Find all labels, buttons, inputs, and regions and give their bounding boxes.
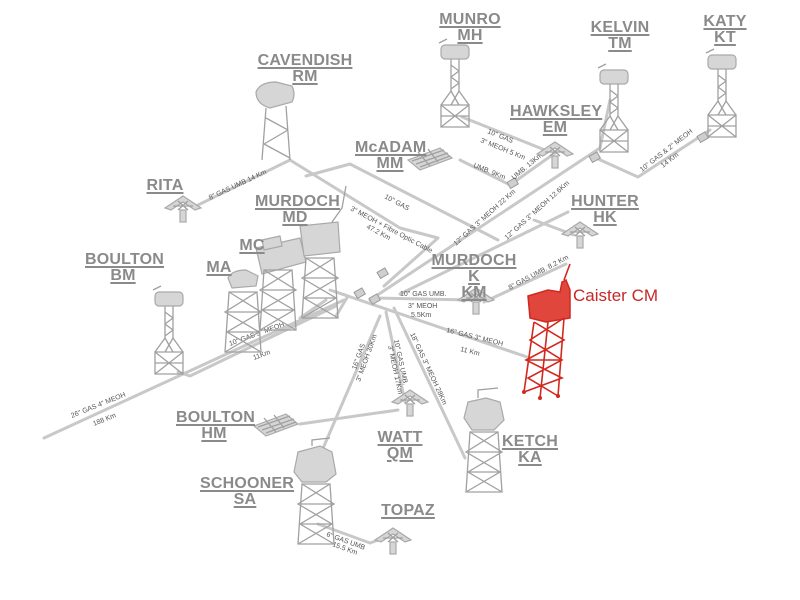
platform-label-cavendish[interactable]: CAVENDISH RM <box>255 53 355 85</box>
pipelines <box>42 98 712 545</box>
platform-munro-structure[interactable] <box>438 38 470 128</box>
platform-schooner-structure[interactable] <box>293 437 337 545</box>
pipeline-caister-umb <box>482 262 568 304</box>
platform-label-ketch[interactable]: KETCH KA <box>500 434 560 466</box>
platform-code: KM <box>461 284 487 301</box>
platform-code: RM <box>292 68 318 85</box>
platform-name: HAWKSLEY <box>510 103 603 120</box>
pipe-label: 11 Km <box>460 346 481 358</box>
platform-label-hunter[interactable]: HUNTER HK <box>570 194 640 226</box>
platform-name: MA <box>206 259 232 276</box>
platform-name: TOPAZ <box>381 502 435 519</box>
pipeline-hawksley-umb <box>508 151 557 187</box>
platform-cavendish-structure[interactable] <box>255 81 295 161</box>
platform-rita-structure[interactable] <box>164 195 202 223</box>
valve-icon <box>376 267 390 280</box>
platform-label-katy[interactable]: KATY KT <box>700 14 750 46</box>
pipe-label: 26" GAS 4" MEOH <box>70 392 127 420</box>
platform-name: BOULTON <box>85 251 165 268</box>
platform-name: SCHOONER <box>200 475 295 492</box>
valve-icon <box>353 287 367 300</box>
platform-label-munro[interactable]: MUNRO MH <box>430 12 510 44</box>
platform-name: CAVENDISH <box>257 52 353 69</box>
pipeline-schooner <box>316 314 382 462</box>
platform-murdoch-complex-structure[interactable] <box>224 185 347 353</box>
platform-code: KT <box>714 29 736 46</box>
platform-label-murdoch[interactable]: MURDOCH MD <box>255 193 340 226</box>
platform-ketch-structure[interactable] <box>463 387 505 493</box>
platform-name: KATY <box>703 13 747 30</box>
pipe-label: 5.5Km <box>411 312 431 319</box>
platform-label-rita[interactable]: RITA <box>140 178 190 194</box>
pipe-label: 3" MEOH + Fibre Optic Cable <box>349 206 433 255</box>
platform-topaz-structure[interactable] <box>374 527 412 555</box>
valve-icon <box>368 293 382 306</box>
platform-code: MH <box>457 27 483 44</box>
pipeline-boulton-hm <box>298 408 400 426</box>
pipeline-caister <box>334 290 532 360</box>
platform-label-schooner[interactable]: SCHOONER SA <box>200 475 295 508</box>
highlighted-platform-label[interactable]: Caister CM <box>573 286 659 305</box>
platform-label-boulton-hm[interactable]: BOULTON HM <box>176 409 256 442</box>
platform-code: BM <box>110 267 136 284</box>
platform-label-kelvin[interactable]: KELVIN TM <box>585 20 655 52</box>
platform-code: QM <box>386 445 414 462</box>
platform-label-ma[interactable]: MA <box>204 260 234 276</box>
pipeline-mcadam-umb <box>458 158 512 187</box>
pipe-label: 3" MEOH <box>408 303 437 310</box>
platform-label-murdoch-k[interactable]: MURDOCH K KM <box>428 253 520 301</box>
pipeline-ketch <box>392 306 467 460</box>
platform-name: BOULTON <box>176 409 256 426</box>
platform-name: MURDOCH <box>255 193 340 210</box>
valve-icon <box>696 131 710 144</box>
pipeline-export <box>42 298 346 440</box>
platform-label-mcadam[interactable]: McADAM MM <box>355 139 427 172</box>
pipe-label: 11Km <box>252 349 271 362</box>
platform-boulton-bm-structure[interactable] <box>152 285 184 375</box>
pipeline-munro-hawksley <box>460 115 547 152</box>
structures <box>152 38 737 555</box>
pipeline-watt <box>384 310 407 404</box>
pipe-label: 16" GAS 3" MEOH <box>446 327 504 348</box>
platform-name: MURDOCH K <box>431 252 517 285</box>
platform-name: KELVIN <box>590 19 650 36</box>
platform-katy-structure[interactable] <box>705 48 737 138</box>
platform-name: MUNRO <box>439 11 501 28</box>
platform-name: KETCH <box>501 433 559 450</box>
platform-code: KA <box>518 449 542 466</box>
valve-icon <box>506 177 520 190</box>
pipeline-rita <box>194 158 292 208</box>
platform-hawksley-structure[interactable] <box>536 141 574 169</box>
pipeline-manifold-2 <box>298 298 328 320</box>
valve-icon <box>588 151 602 164</box>
platform-boulton-hm-structure[interactable] <box>253 413 299 437</box>
platform-code: SA <box>233 491 257 508</box>
platform-code: TM <box>608 35 632 52</box>
pipeline-mcadam-loop <box>304 162 500 242</box>
platform-label-watt[interactable]: WATT QM <box>375 430 425 462</box>
platform-name: MC <box>239 237 265 254</box>
platform-name: RITA <box>146 177 184 194</box>
platform-code: MM <box>376 155 404 172</box>
platform-caister-structure[interactable] <box>522 263 571 400</box>
platform-code: HM <box>201 425 227 442</box>
platform-label-hawksley[interactable]: HAWKSLEY EM <box>510 103 603 136</box>
platform-code: EM <box>542 119 568 136</box>
pipeline-katy-kelvin <box>594 128 712 179</box>
platform-code: MD <box>282 209 308 226</box>
platform-name: McADAM <box>355 139 427 156</box>
platform-label-boulton-bm[interactable]: BOULTON BM <box>85 251 165 284</box>
pipeline-murdoch-k <box>376 296 472 302</box>
pipe-label: 10" GAS <box>383 194 410 213</box>
platform-name: WATT <box>377 429 423 446</box>
platform-label-mc[interactable]: MC <box>237 238 267 254</box>
pipe-label: UMB. 9Km <box>472 162 506 181</box>
platform-name: HUNTER <box>571 193 639 210</box>
pipeline-hunter <box>398 210 570 296</box>
platform-code: HK <box>593 209 617 226</box>
platform-label-topaz[interactable]: TOPAZ <box>380 503 436 519</box>
pipe-label: 10" GAS UMB. <box>400 291 446 298</box>
